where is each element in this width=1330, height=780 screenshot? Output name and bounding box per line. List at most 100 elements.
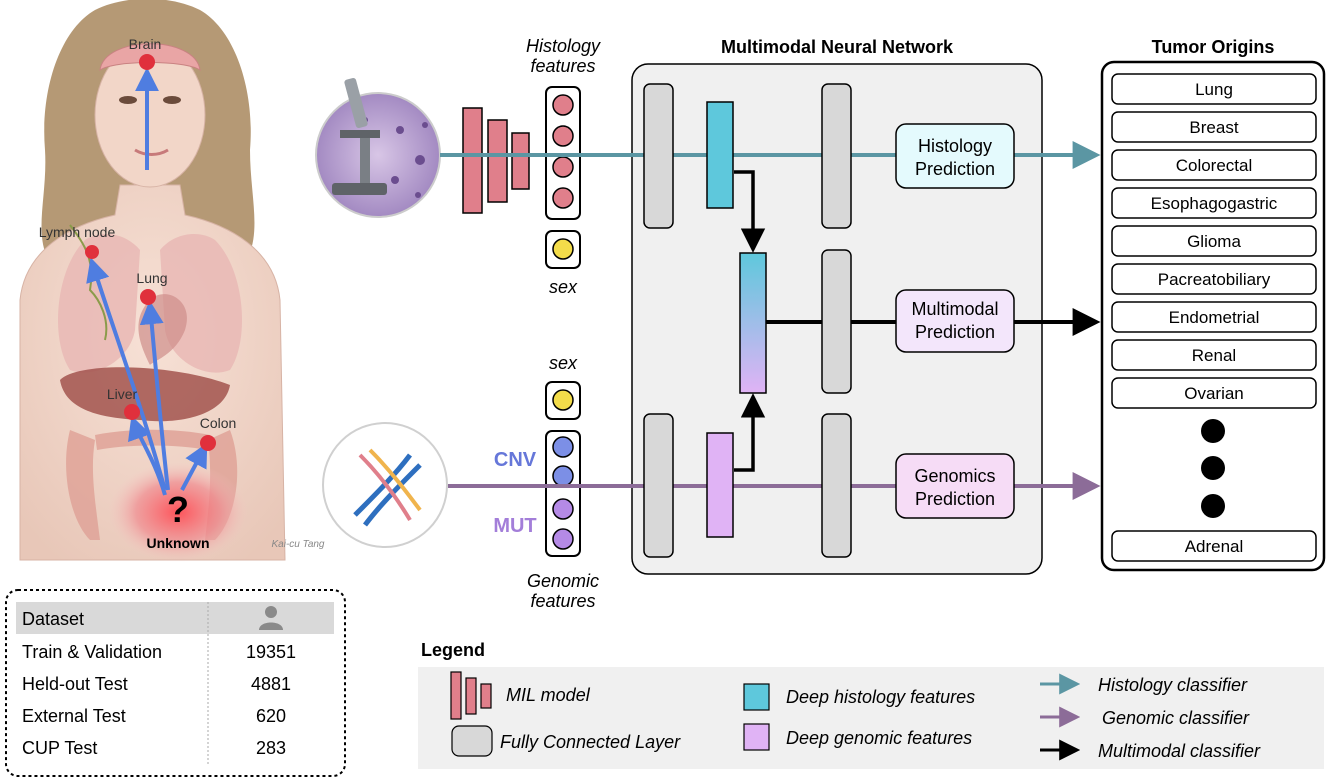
tumor-origin-label: Renal	[1192, 346, 1236, 365]
tumor-origin-label: Esophagogastric	[1151, 194, 1278, 213]
site-label-liver: Liver	[107, 386, 138, 402]
arrow-to-lung	[139, 300, 170, 491]
tumor-origin-box	[1111, 339, 1317, 371]
fc-layer-genomic-1	[643, 413, 674, 558]
dataset-name: CUP Test	[22, 738, 97, 758]
lymph-vessel	[69, 224, 108, 341]
histology-prediction-label-1: Histology	[918, 136, 992, 156]
tumor-origin-label: Lung	[1195, 80, 1233, 99]
dataset-row: Held-out Test 4881	[22, 674, 291, 694]
tumor-origin-item: Endometrial	[1111, 301, 1317, 333]
colon-tumor-icon	[200, 435, 216, 451]
tumor-origin-label: Pacreatobiliary	[1158, 270, 1271, 289]
genomics-prediction-label-1: Genomics	[914, 466, 995, 486]
tumor-origin-label: Ovarian	[1184, 384, 1244, 403]
site-label-lymph: Lymph node	[39, 224, 116, 240]
lymph-tumor-icon	[85, 245, 99, 259]
histology-features-label-1: Histology	[526, 36, 601, 56]
legend-fc-icon	[451, 725, 493, 757]
genomics-prediction-label-2: Prediction	[915, 489, 995, 509]
tumor-origin-item: Ovarian	[1111, 377, 1317, 409]
site-label-lung: Lung	[136, 270, 167, 286]
multimodal-prediction-box: Multimodal Prediction	[895, 289, 1015, 353]
genomic-to-fusion-arrow	[734, 393, 766, 472]
dna-helix-icon	[322, 422, 448, 548]
histology-node	[552, 187, 574, 209]
ellipsis-dot	[1201, 456, 1225, 480]
tumor-origin-label: Colorectal	[1176, 156, 1253, 175]
sex-label-top: sex	[549, 277, 578, 297]
histology-node	[552, 156, 574, 178]
tumor-origin-item: Breast	[1111, 111, 1317, 143]
liver-shape	[60, 367, 230, 422]
mil-bar-2	[487, 119, 508, 203]
tumor-origin-item: Glioma	[1111, 225, 1317, 257]
site-label-brain: Brain	[129, 36, 162, 52]
question-mark: ?	[167, 489, 189, 530]
mil-bar-3	[511, 132, 530, 190]
histology-to-fusion-arrow	[734, 170, 766, 253]
histology-prediction-box: Histology Prediction	[895, 123, 1015, 189]
tumor-origin-item: Lung	[1111, 73, 1317, 105]
ellipsis-dot	[1201, 494, 1225, 518]
dataset-table-frame	[5, 589, 346, 777]
mut-node	[552, 498, 574, 520]
histology-features-label-2: features	[530, 56, 595, 76]
microscope-icon	[315, 77, 441, 218]
ellipsis-dot	[1201, 419, 1225, 443]
unknown-label: Unknown	[147, 535, 210, 551]
right-eye	[163, 96, 181, 104]
liver-tumor-icon	[124, 404, 140, 420]
fc-layer-histology-2	[821, 83, 852, 229]
dataset-count: 283	[256, 738, 286, 758]
legend-deep-genomic-label: Deep genomic features	[786, 728, 972, 748]
genomic-features-label-1: Genomic	[527, 571, 599, 591]
tumor-origin-item: Renal	[1111, 339, 1317, 371]
dataset-table: Dataset Train & Validation 19351 Held-ou…	[5, 589, 346, 777]
fc-layer-histology-1	[643, 83, 674, 229]
genomic-vector-frame	[545, 430, 581, 557]
unknown-glow	[108, 462, 248, 562]
tumor-origin-box	[1111, 187, 1317, 219]
face-shape	[94, 42, 206, 188]
deep-genomic-feature-block	[706, 432, 734, 538]
dataset-name: Train & Validation	[22, 642, 162, 662]
dataset-row: CUP Test 283	[22, 738, 286, 758]
dataset-count: 19351	[246, 642, 296, 662]
arrow-to-colon	[180, 442, 208, 491]
tumor-origin-list: LungBreastColorectalEsophagogastricGliom…	[1111, 73, 1317, 409]
mut-label: MUT	[493, 515, 536, 537]
tumor-origin-item: Esophagogastric	[1111, 187, 1317, 219]
legend-deep-histology-label: Deep histology features	[786, 687, 975, 707]
tumor-origin-label: Endometrial	[1169, 308, 1260, 327]
legend-histology-classifier-label: Histology classifier	[1098, 675, 1248, 695]
legend-deep-genomic-icon	[743, 723, 770, 751]
mil-model-histology	[462, 107, 530, 214]
dataset-row: Train & Validation 19351	[22, 642, 296, 662]
person-icon	[259, 606, 283, 630]
tumor-origin-item: Pacreatobiliary	[1111, 263, 1317, 295]
tumor-origin-label: Glioma	[1187, 232, 1241, 251]
tumor-origin-box	[1111, 111, 1317, 143]
cnv-node	[552, 436, 574, 458]
multimodal-prediction-label-2: Prediction	[915, 322, 995, 342]
legend-mil-icon	[450, 671, 492, 720]
legend-genomic-classifier-label: Genomic classifier	[1102, 708, 1250, 728]
histology-prediction-label-2: Prediction	[915, 159, 995, 179]
tumor-origin-box	[1111, 263, 1317, 295]
legend-mil-label: MIL model	[506, 685, 591, 705]
mouth	[134, 148, 169, 156]
histology-node	[552, 125, 574, 147]
lung-tumor-icon	[140, 289, 156, 305]
tumor-origins-title: Tumor Origins	[1152, 37, 1275, 57]
tumor-origin-box	[1111, 377, 1317, 409]
dataset-name: External Test	[22, 706, 126, 726]
sex-label-bottom: sex	[549, 353, 578, 373]
fc-layer-genomic-2	[821, 413, 852, 558]
brain-tumor-icon	[139, 54, 155, 70]
histology-node	[552, 94, 574, 116]
sex-node-bottom	[545, 381, 581, 420]
anatomy-labels: Brain Lymph node Lung Liver Colon ? Unkn…	[39, 36, 325, 551]
fused-feature-block	[739, 252, 767, 394]
